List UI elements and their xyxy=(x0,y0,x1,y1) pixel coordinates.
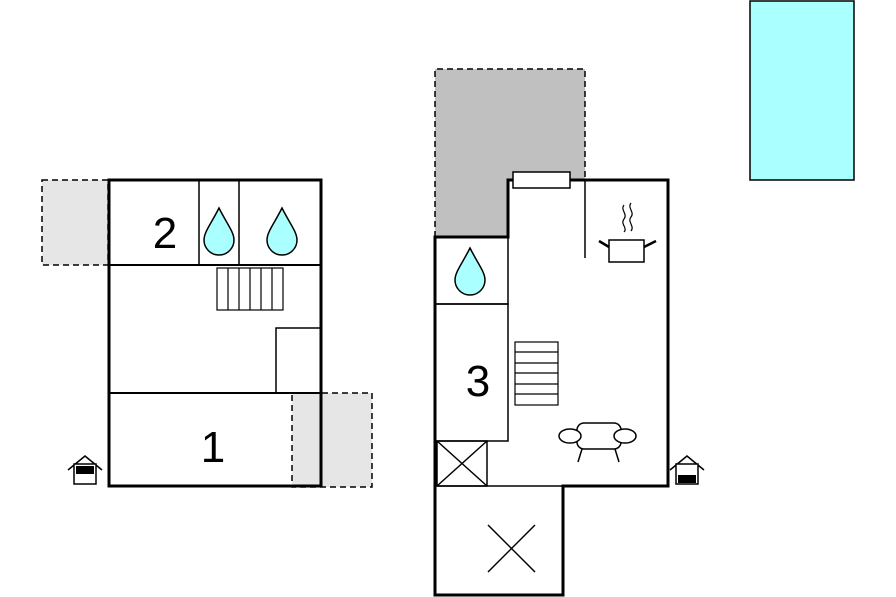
terrace-left-top xyxy=(41,179,109,266)
sofa-icon xyxy=(558,422,637,463)
room-label-2: 2 xyxy=(153,209,177,258)
covered-terrace-border xyxy=(434,68,586,237)
entrance-icon xyxy=(669,455,705,485)
left-building-outline xyxy=(107,178,323,488)
stairs-icon xyxy=(514,341,559,406)
kitchen-pot-icon xyxy=(598,202,657,263)
closet xyxy=(275,327,321,393)
water-drop-icon xyxy=(203,206,235,256)
pool xyxy=(749,0,855,181)
stairs-icon xyxy=(216,267,284,311)
entrance-icon xyxy=(67,455,103,485)
terrace-left-bottom xyxy=(291,392,373,488)
window xyxy=(512,171,571,189)
covered-terrace xyxy=(435,69,585,237)
water-drop-icon xyxy=(266,206,298,256)
room-label-1: 1 xyxy=(201,423,225,472)
void-cross-icon xyxy=(487,524,536,573)
room-label-3: 3 xyxy=(466,357,490,406)
void-cross-icon xyxy=(436,440,488,487)
water-drop-icon xyxy=(454,246,486,296)
right-building-outline xyxy=(433,178,670,597)
